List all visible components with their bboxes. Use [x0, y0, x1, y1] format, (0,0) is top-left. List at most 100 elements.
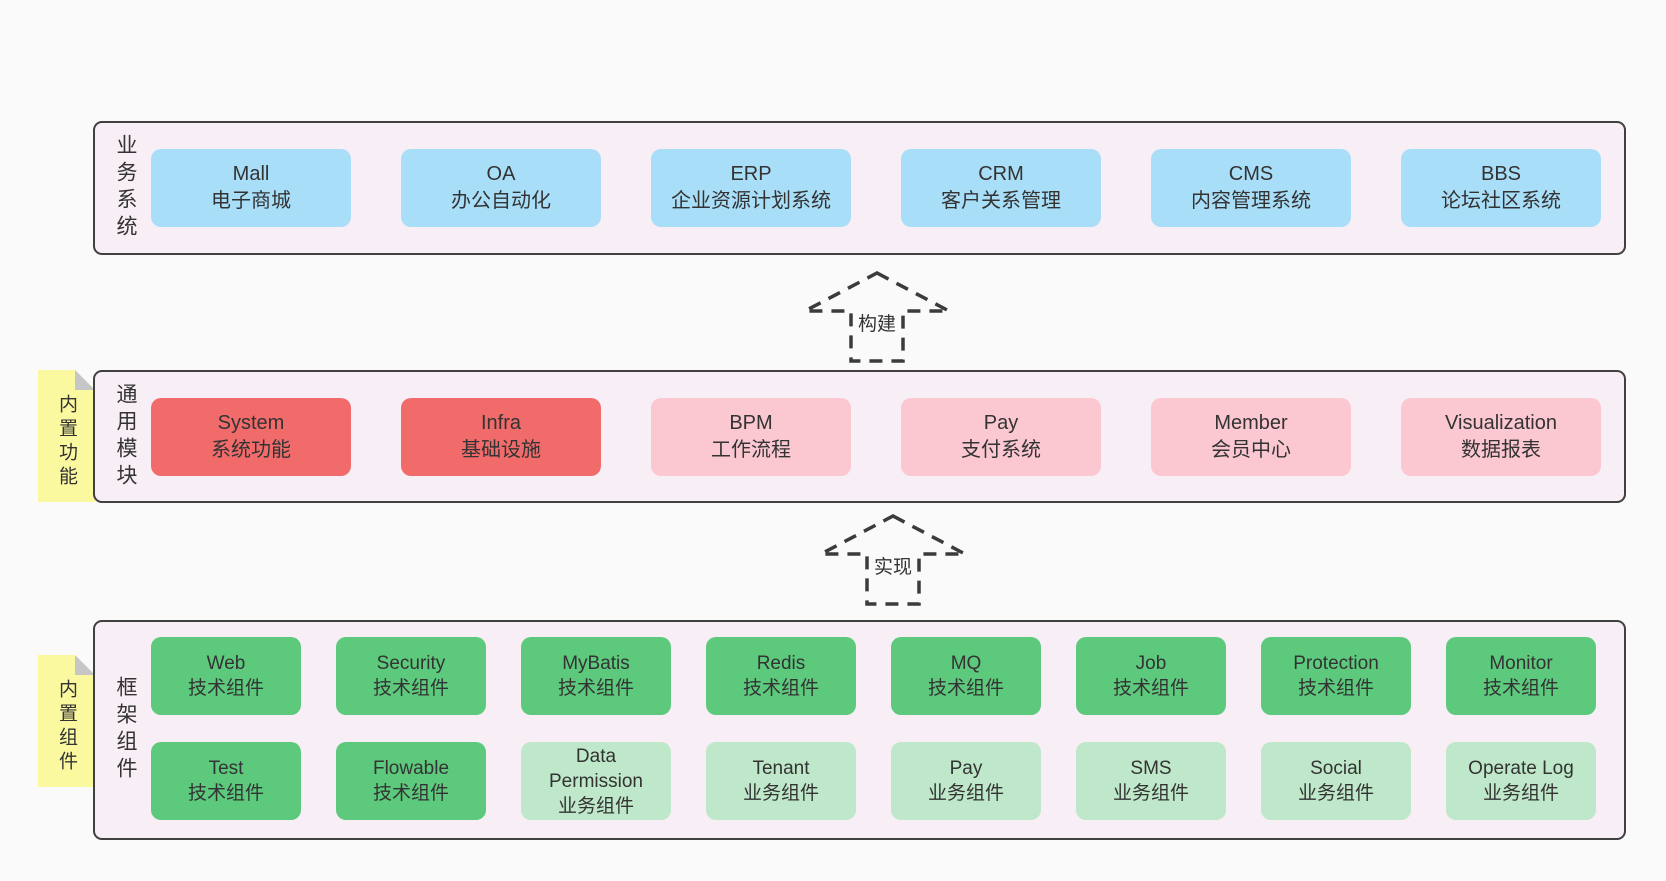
box-title: Member	[1214, 412, 1288, 434]
box-title: Job	[1135, 653, 1167, 674]
box-subtitle: 内容管理系统	[1191, 190, 1311, 212]
box-title: System	[217, 412, 285, 434]
box-title: CRM	[978, 163, 1024, 185]
folded-corner-icon	[75, 370, 95, 390]
box-subtitle: 客户关系管理	[941, 190, 1061, 212]
box-subtitle: 业务组件	[1482, 783, 1559, 804]
sticky-tag-builtin-features: 内置功能	[38, 370, 95, 502]
box-subtitle: 系统功能	[211, 439, 291, 461]
layer-business-systems: 业务系统 Mall 电子商城 OA 办公自动化 ERP 企业资源计划系统 CRM 客户关系管理…	[93, 121, 1626, 255]
box-subtitle: 工作流程	[711, 439, 791, 461]
box-subtitle: 业务组件	[1112, 783, 1189, 804]
box-test: Test 技术组件	[151, 742, 301, 820]
box-sms: SMS 业务组件	[1076, 742, 1226, 820]
box-member: Member 会员中心	[1151, 398, 1351, 476]
tag-label: 内置组件	[56, 679, 77, 775]
box-tenant: Tenant 业务组件	[706, 742, 856, 820]
box-title: Visualization	[1445, 412, 1557, 434]
box-subtitle: 技术组件	[1482, 678, 1559, 699]
box-subtitle: 技术组件	[557, 678, 634, 699]
box-cms: CMS 内容管理系统	[1151, 149, 1351, 227]
box-subtitle: 技术组件	[927, 678, 1004, 699]
layer-label: 框架组件	[114, 676, 137, 784]
arrow-label: 实现	[869, 552, 917, 579]
arrow-implement: 实现	[805, 510, 981, 610]
box-protection: Protection 技术组件	[1261, 637, 1411, 715]
layer-label: 业务系统	[114, 134, 137, 242]
dashed-up-arrow-icon	[820, 514, 966, 606]
box-web: Web 技术组件	[151, 637, 301, 715]
box-security: Security 技术组件	[336, 637, 486, 715]
box-title: Mall	[232, 163, 270, 185]
box-subtitle: 技术组件	[742, 678, 819, 699]
box-title: SMS	[1130, 758, 1172, 779]
box-title: OA	[486, 163, 516, 185]
box-flowable: Flowable 技术组件	[336, 742, 486, 820]
box-title: Monitor	[1489, 653, 1553, 674]
box-title: Web	[206, 653, 246, 674]
box-redis: Redis 技术组件	[706, 637, 856, 715]
box-crm: CRM 客户关系管理	[901, 149, 1101, 227]
box-subtitle: 技术组件	[372, 678, 449, 699]
box-subtitle: 技术组件	[372, 783, 449, 804]
box-visualization: Visualization 数据报表	[1401, 398, 1601, 476]
box-monitor: Monitor 技术组件	[1446, 637, 1596, 715]
box-subtitle: 电子商城	[211, 190, 291, 212]
box-title: Pay	[983, 412, 1019, 434]
box-title: Redis	[756, 653, 806, 674]
box-bpm: BPM 工作流程	[651, 398, 851, 476]
box-subtitle: 技术组件	[1297, 678, 1374, 699]
box-mall: Mall 电子商城	[151, 149, 351, 227]
box-title: Flowable	[372, 758, 450, 779]
folded-corner-icon	[75, 655, 95, 675]
arrow-build: 构建	[789, 267, 965, 367]
arrow-label: 构建	[853, 309, 901, 336]
box-subtitle: 技术组件	[187, 678, 264, 699]
sticky-tag-builtin-components: 内置组件	[38, 655, 95, 787]
box-title: MyBatis	[562, 653, 630, 674]
box-pay: Pay 业务组件	[891, 742, 1041, 820]
box-mybatis: MyBatis 技术组件	[521, 637, 671, 715]
box-subtitle: 业务组件	[742, 783, 819, 804]
box-title: MQ	[950, 653, 982, 674]
business-box-row: Mall 电子商城 OA 办公自动化 ERP 企业资源计划系统 CRM 客户关系管理 CMS 内容…	[151, 149, 1601, 227]
layer-label: 通用模块	[114, 382, 137, 491]
box-title: Social	[1310, 758, 1362, 779]
box-title: CMS	[1228, 163, 1274, 185]
box-title: Security	[376, 653, 446, 674]
box-subtitle: 技术组件	[1112, 678, 1189, 699]
box-subtitle: 技术组件	[187, 783, 264, 804]
box-subtitle: 数据报表	[1461, 439, 1541, 461]
box-title: Protection	[1293, 653, 1379, 674]
box-job: Job 技术组件	[1076, 637, 1226, 715]
box-title: BPM	[729, 412, 773, 434]
box-subtitle: 业务组件	[557, 795, 634, 817]
box-subtitle: 基础设施	[461, 439, 541, 461]
box-title: Tenant	[752, 758, 810, 779]
box-title: Pay	[949, 758, 983, 779]
box-title: Infra	[480, 412, 522, 434]
box-infra: Infra 基础设施	[401, 398, 601, 476]
box-title: BBS	[1480, 163, 1522, 185]
dashed-up-arrow-icon	[804, 271, 950, 363]
box-subtitle: 企业资源计划系统	[671, 190, 831, 212]
box-subtitle: 办公自动化	[451, 190, 551, 212]
box-system: System 系统功能	[151, 398, 351, 476]
box-title: Test	[208, 758, 244, 779]
box-erp: ERP 企业资源计划系统	[651, 149, 851, 227]
box-mq: MQ 技术组件	[891, 637, 1041, 715]
box-subtitle: 会员中心	[1211, 439, 1291, 461]
tag-label: 内置功能	[56, 394, 77, 490]
box-subtitle: 业务组件	[927, 783, 1004, 804]
box-title: ERP	[730, 163, 772, 185]
